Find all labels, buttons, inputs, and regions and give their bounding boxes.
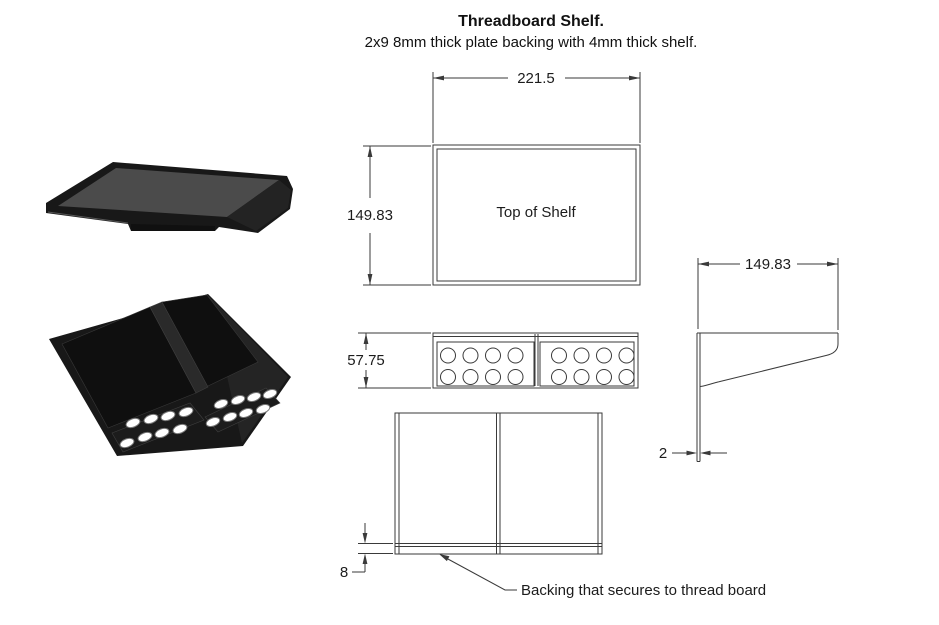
front-view-right-panel	[539, 341, 635, 387]
arrowhead-right	[686, 450, 697, 456]
leader-backing-note: Backing that secures to thread board	[439, 554, 766, 599]
front-view-drawing	[432, 332, 639, 389]
arrowhead-left	[433, 75, 444, 81]
arrowhead-left	[698, 261, 709, 267]
dim-width-value: 221.5	[517, 70, 555, 87]
leader-arrowhead	[439, 554, 450, 562]
front-view-left-panel	[436, 341, 535, 387]
dimension-plate-thickness-2: 2	[659, 445, 727, 462]
back-view-drawing	[394, 412, 603, 555]
top-view-drawing: Top of Shelf	[432, 144, 641, 286]
dim-height-value: 57.75	[347, 352, 385, 369]
leader-line	[446, 558, 517, 591]
dimension-side-depth-149-83: 149.83	[697, 256, 839, 330]
front-view-outer-outline	[432, 332, 639, 389]
dimension-backing-thickness-8: 8	[340, 523, 393, 581]
arrowhead-up	[367, 146, 373, 157]
dim-backing-value: 8	[340, 564, 348, 581]
top-view-label: Top of Shelf	[496, 204, 576, 221]
top-view-inner-outline	[436, 148, 637, 282]
shelf-3d-render-bottom	[49, 294, 291, 456]
side-view-gusset-profile	[699, 333, 839, 387]
dim-depth-value: 149.83	[347, 207, 393, 224]
arrowhead-right	[827, 261, 838, 267]
shelf-3d-render-top	[46, 162, 293, 233]
drawing-subtitle: 2x9 8mm thick plate backing with 4mm thi…	[364, 34, 698, 51]
front-view-thread-holes	[440, 347, 635, 385]
back-view-outer-outline	[394, 412, 603, 555]
dim-plate-value: 2	[659, 445, 667, 462]
arrowhead-left	[700, 450, 711, 456]
shelf-render-top-surface	[58, 168, 279, 217]
dimension-width-221-5: 221.5	[432, 70, 641, 143]
shelf-render-side-wedge	[227, 180, 291, 231]
dimension-height-57-75: 57.75	[347, 332, 431, 389]
side-view-drawing	[696, 332, 839, 462]
backing-note-label: Backing that secures to thread board	[521, 582, 766, 599]
shelf-render-backing-tab	[131, 224, 215, 231]
arrowhead-down	[363, 377, 369, 388]
drawing-title: Threadboard Shelf.	[458, 13, 604, 30]
arrowhead-up	[362, 553, 368, 564]
arrowhead-up	[363, 333, 369, 344]
dimension-depth-149-83: 149.83	[347, 145, 431, 286]
shelf-render2-divider-wall	[149, 301, 209, 394]
arrowhead-down	[362, 533, 368, 544]
shelf-render-front-crease	[47, 211, 129, 224]
dim-side-depth-value: 149.83	[745, 256, 791, 273]
top-view-outer-outline	[432, 144, 641, 286]
arrowhead-down	[367, 274, 373, 285]
arrowhead-right	[629, 75, 640, 81]
shelf-render2-thread-holes	[119, 389, 278, 449]
